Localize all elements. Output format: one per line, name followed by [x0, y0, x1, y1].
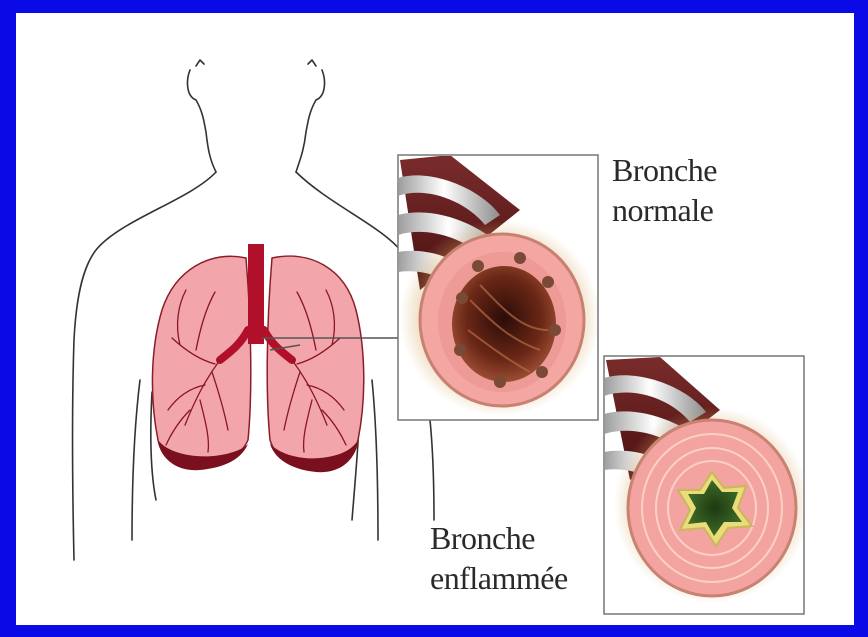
label-inflamed-bronchus: Bronche enflammée — [430, 518, 568, 598]
lungs — [152, 244, 363, 472]
label-inflamed-line2: enflammée — [430, 558, 568, 598]
label-inflamed-line1: Bronche — [430, 518, 568, 558]
normal-bronchus-panel — [398, 155, 600, 420]
inflamed-bronchus-panel — [604, 356, 810, 614]
label-normal-bronchus: Bronche normale — [612, 150, 717, 230]
label-normal-line2: normale — [612, 190, 717, 230]
right-lung — [267, 256, 364, 470]
left-lung — [152, 256, 250, 468]
normal-bronchus-lumen — [452, 266, 556, 382]
label-normal-line1: Bronche — [612, 150, 717, 190]
